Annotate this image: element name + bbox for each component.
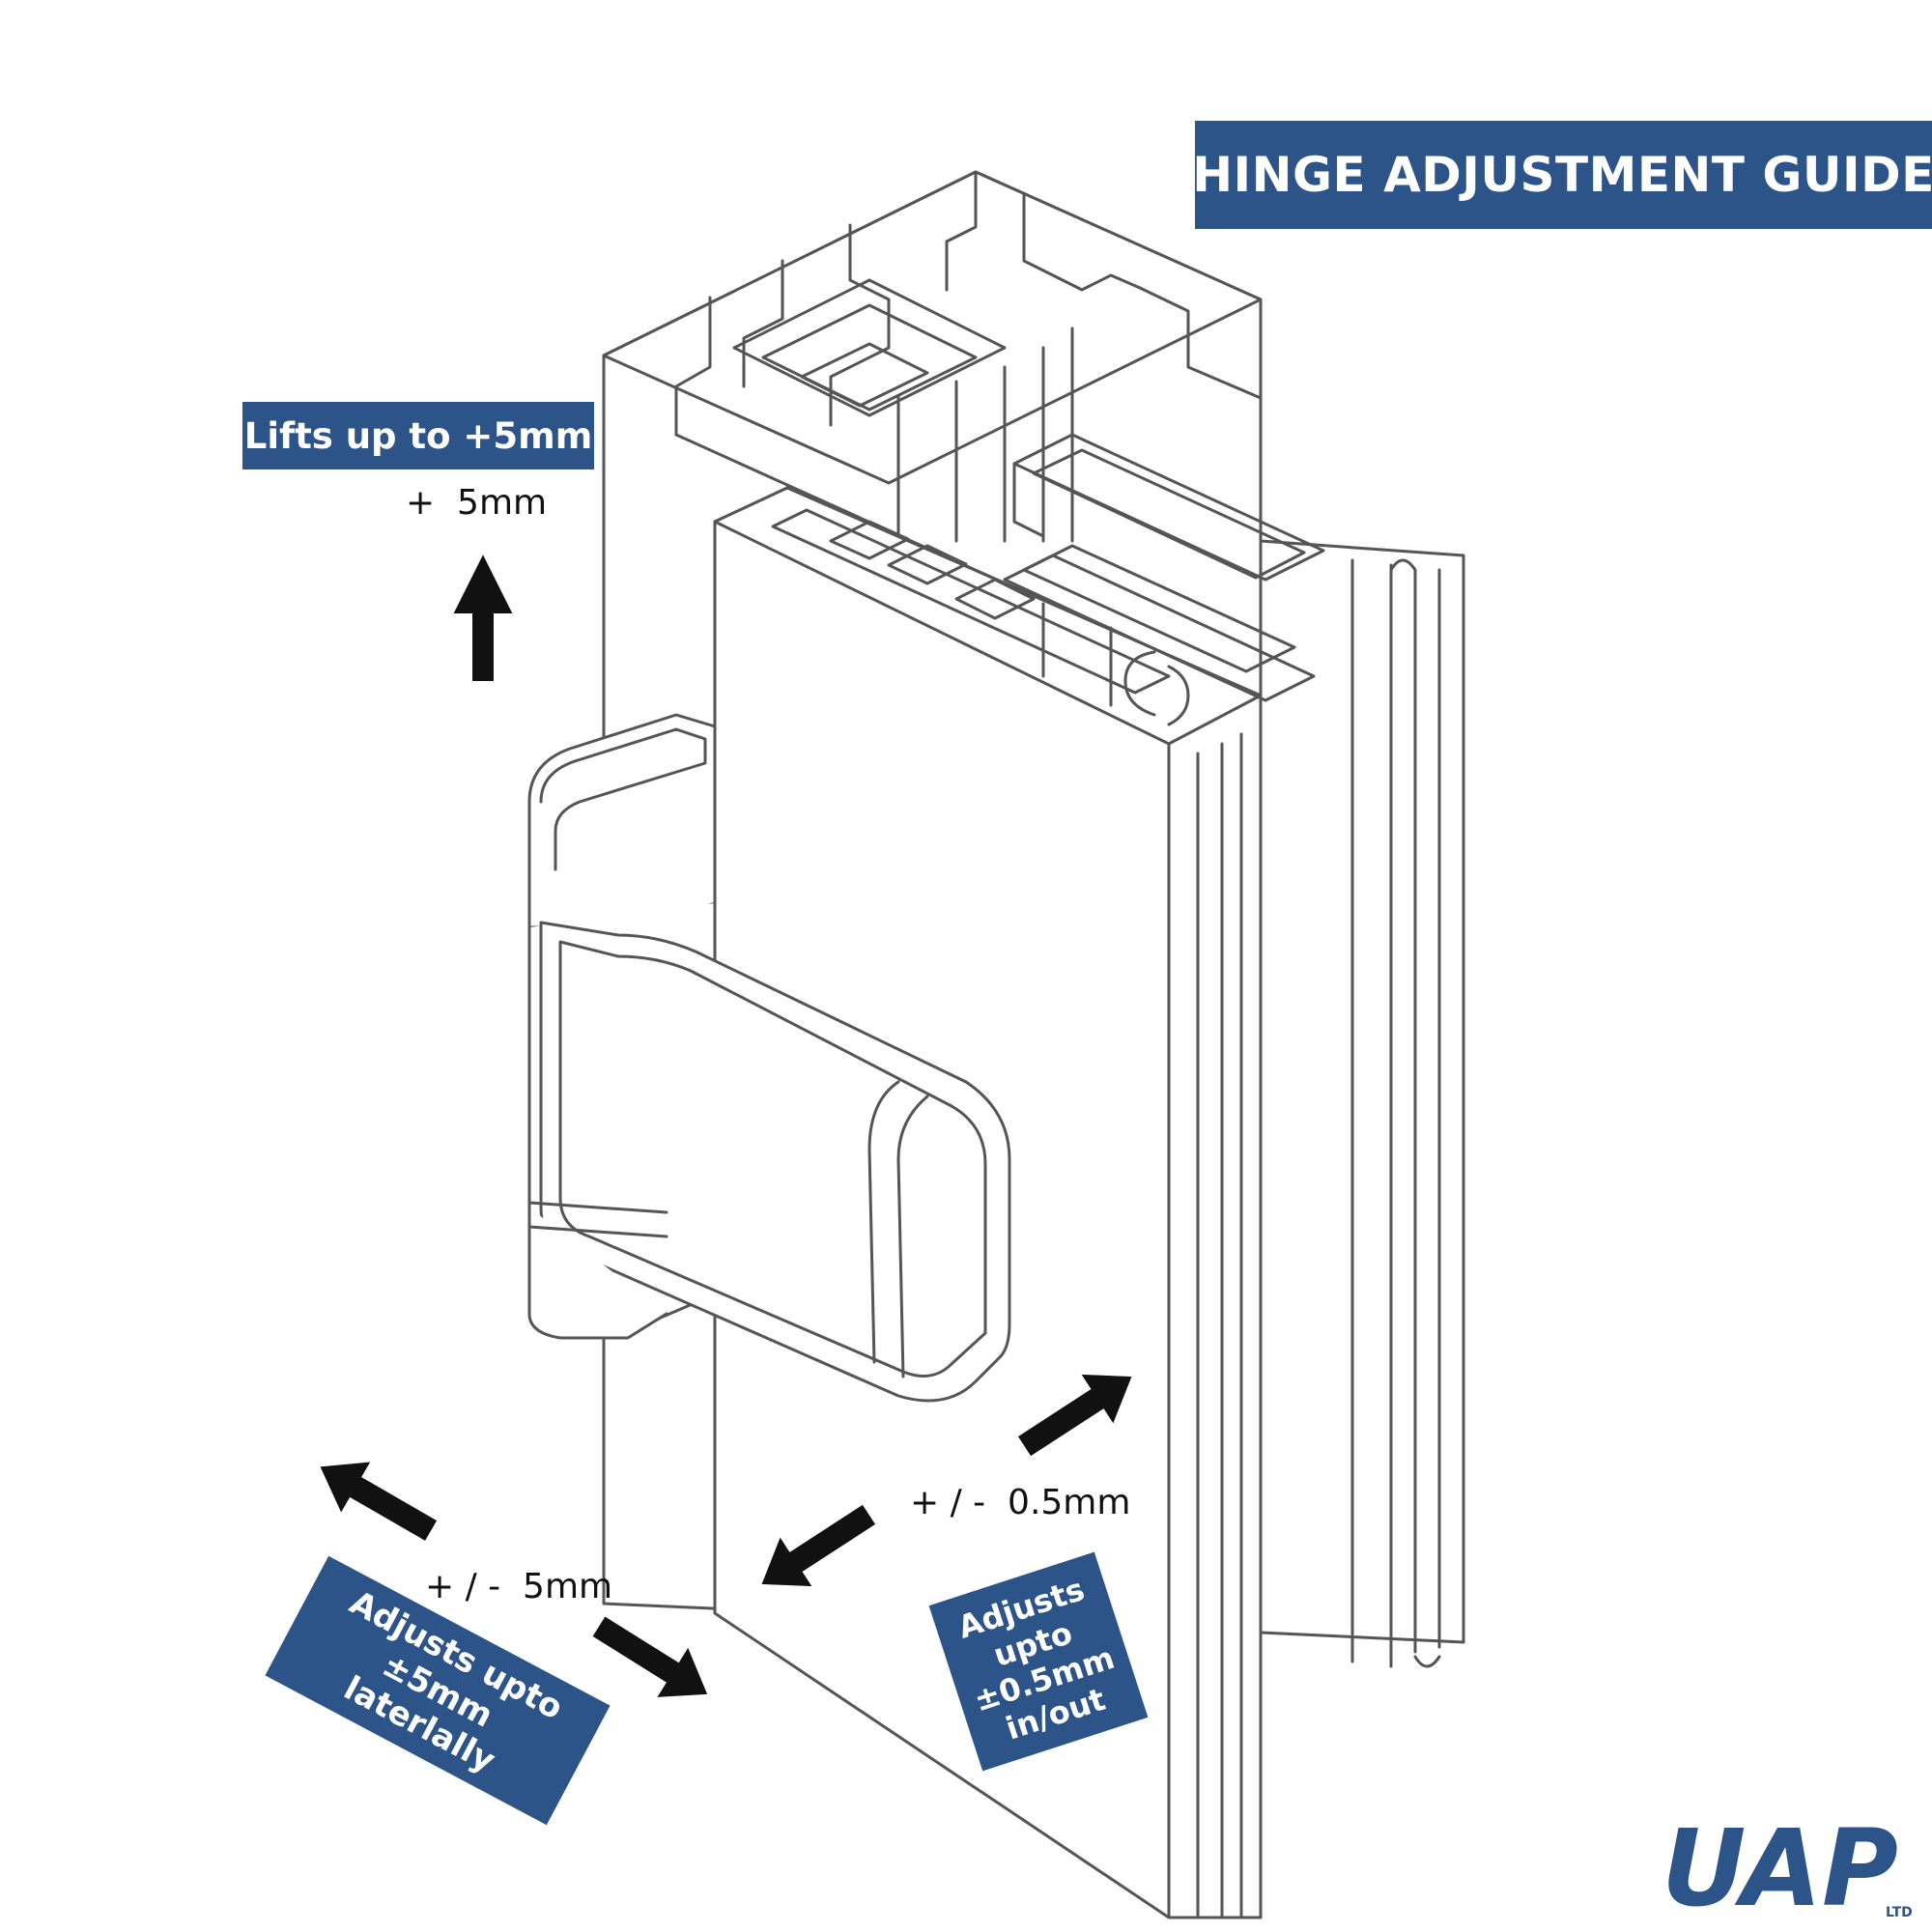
- in-out-measure: + / - 0.5mm: [910, 1483, 1131, 1522]
- lift-measure: + 5mm: [406, 483, 548, 523]
- hinge: [527, 713, 1011, 1403]
- arrow-outward-icon: [1015, 1372, 1135, 1459]
- arrow-right-icon: [589, 1613, 711, 1700]
- arrow-left-icon: [317, 1460, 440, 1544]
- page-title: HINGE ADJUSTMENT GUIDE: [1192, 121, 1932, 229]
- logo-suffix: LTD: [1886, 1905, 1913, 1918]
- arrow-inward-icon: [758, 1502, 878, 1589]
- lift-banner: Lifts up to +5mm: [242, 402, 594, 469]
- arrow-up-icon: [450, 550, 516, 683]
- lateral-measure: + / - 5mm: [425, 1567, 613, 1606]
- logo-text: UAP: [1662, 1816, 1898, 1918]
- uap-logo: UAP LTD: [1662, 1816, 1913, 1918]
